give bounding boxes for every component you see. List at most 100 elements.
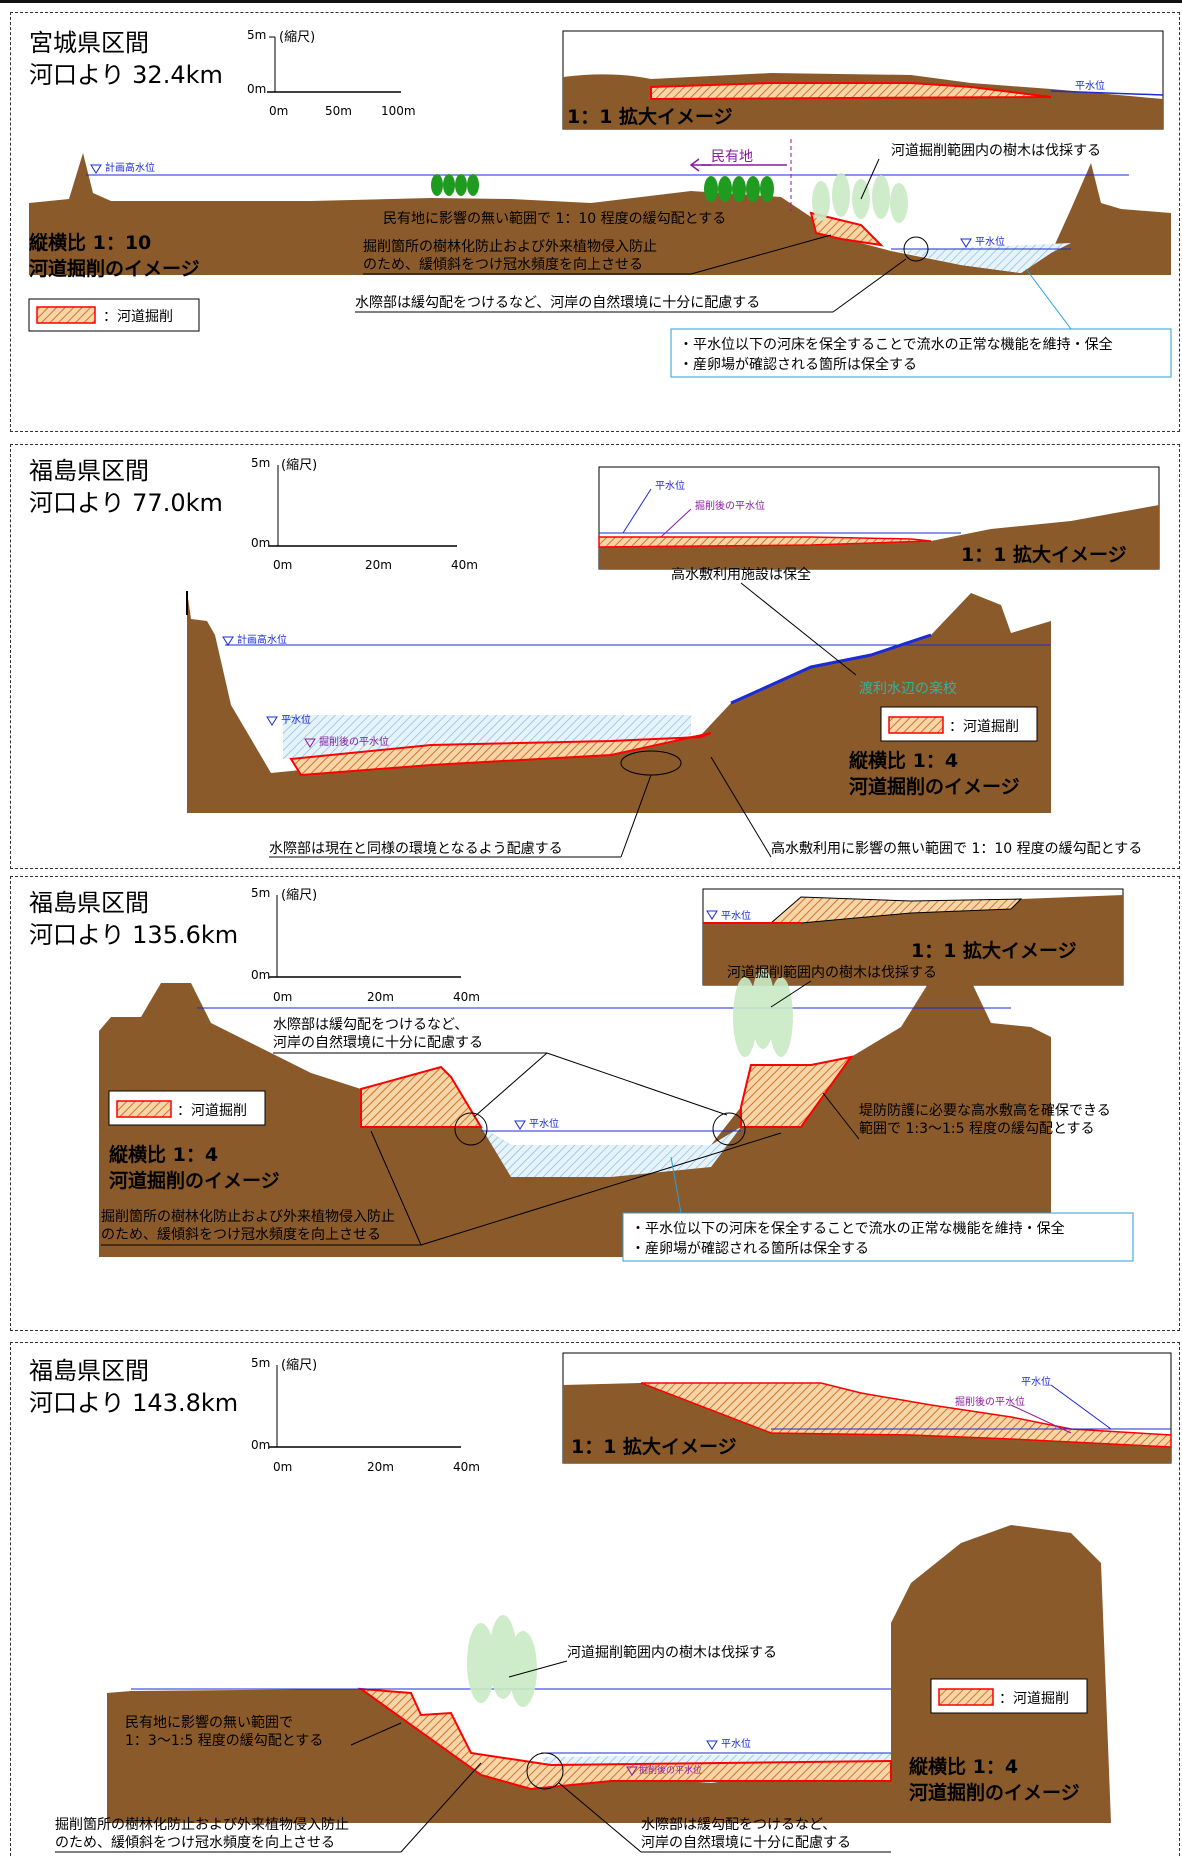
svg-text:40m: 40m: [453, 990, 480, 1004]
note-gentle: 高水敷利用に影響の無い範囲で 1：10 程度の緩勾配とする: [771, 840, 1142, 857]
svg-text:5m: 5m: [251, 886, 270, 900]
svg-text:5m: 5m: [251, 456, 270, 470]
private-land-label: 民有地: [711, 149, 753, 165]
note-trees: 河道掘削範囲内の樹木は伐採する: [727, 964, 937, 981]
svg-text:掘削後の平水位: 掘削後の平水位: [319, 735, 389, 748]
svg-text:20m: 20m: [365, 558, 392, 572]
zoom-label: 1：1 拡大イメージ: [571, 1435, 737, 1458]
svg-text:平水位: 平水位: [281, 713, 311, 726]
zoom-label: 1：1 拡大イメージ: [961, 543, 1127, 566]
legend: ：河道掘削: [880, 706, 1038, 742]
region-title: 宮城県区間: [29, 29, 149, 57]
zoom-inset: 平水位 掘削後の平水位 1：1 拡大イメージ: [598, 466, 1160, 570]
svg-text:0m: 0m: [251, 1438, 270, 1452]
svg-text:(縮尺): (縮尺): [281, 457, 317, 473]
svg-text:：河道掘削: ：河道掘削: [103, 309, 173, 325]
distance-title: 河口より 135.6km: [29, 921, 238, 949]
svg-text:50m: 50m: [325, 104, 352, 118]
river-cross-section: 平水位: [99, 969, 1051, 1257]
svg-text:0m: 0m: [251, 968, 270, 982]
note-trees: 河道掘削範囲内の樹木は伐採する: [891, 142, 1101, 159]
svg-text:20m: 20m: [367, 1460, 394, 1474]
note-facility: 高水敷利用施設は保全: [671, 566, 811, 583]
svg-text:計画高水位: 計画高水位: [105, 161, 155, 174]
note-bed-1: ・平水位以下の河床を保全することで流水の正常な機能を維持・保全: [679, 336, 1113, 353]
scale-bar: 5m (縮尺) 0m 0m 20m 40m: [251, 886, 480, 1004]
svg-text:0m: 0m: [247, 82, 266, 96]
panel-fukushima-77km: 福島県区間 河口より 77.0km 5m (縮尺) 0m 0m 20m 40m …: [10, 444, 1180, 869]
svg-text:平水位: 平水位: [1021, 1375, 1051, 1388]
svg-text:掘削後の平水位: 掘削後の平水位: [955, 1395, 1025, 1408]
svg-text:平水位: 平水位: [529, 1117, 559, 1130]
note-private-2: 1：3～1:5 程度の緩勾配とする: [125, 1733, 323, 1749]
note-waterside-2: 河岸の自然環境に十分に配慮する: [641, 1834, 851, 1851]
region-title: 福島県区間: [29, 457, 149, 485]
svg-text:平水位: 平水位: [655, 479, 685, 492]
svg-text:5m: 5m: [251, 1356, 270, 1370]
scale-bar: 5m (縮尺) 0m 0m 50m 100m: [247, 28, 416, 118]
region-title: 福島県区間: [29, 889, 149, 917]
svg-text:0m: 0m: [273, 558, 292, 572]
zoom-inset: 平水位 1：1 拡大イメージ: [562, 30, 1164, 130]
svg-text:：河道掘削: ：河道掘削: [177, 1103, 247, 1119]
svg-text:平水位: 平水位: [1075, 79, 1105, 92]
zoom-inset: 平水位 1：1 拡大イメージ: [702, 888, 1124, 986]
cross-section-figure-3: 福島県区間 河口より 135.6km 5m (縮尺) 0m 0m 20m 40m…: [29, 886, 1134, 1262]
note-forest-1: 掘削箇所の樹林化防止および外来植物侵入防止: [55, 1816, 349, 1833]
distance-title: 河口より 77.0km: [29, 489, 223, 517]
note-forest-1: 掘削箇所の樹林化防止および外来植物侵入防止: [101, 1208, 395, 1225]
note-gentle-slope: 民有地に影響の無い範囲で 1：10 程度の緩勾配とする: [383, 210, 726, 227]
image-title: 河道掘削のイメージ: [29, 257, 200, 280]
cross-section-figure-1: 宮城県区間 河口より 32.4km 5m (縮尺) 0m 0m 50m 100m…: [28, 28, 1172, 378]
distance-title: 河口より 143.8km: [29, 1389, 238, 1417]
svg-text:：河道掘削: ：河道掘削: [949, 719, 1019, 735]
top-rule: [0, 0, 1182, 3]
note-forest-2: のため、緩傾斜をつけ冠水頻度を向上させる: [363, 257, 643, 273]
ratio-label: 縦横比 1：4: [909, 1755, 1018, 1778]
note-waterside: 水際部は緩勾配をつけるなど、河岸の自然環境に十分に配慮する: [355, 294, 760, 311]
legend: ：河道掘削: [28, 298, 200, 332]
svg-text:平水位: 平水位: [721, 909, 751, 922]
scale-bar: 5m (縮尺) 0m 0m 20m 40m: [251, 1356, 480, 1474]
note-bed-2: ・産卵場が確認される箇所は保全する: [631, 1240, 869, 1257]
legend: ：河道掘削: [930, 1678, 1088, 1714]
image-title: 河道掘削のイメージ: [109, 1169, 280, 1192]
svg-text:100m: 100m: [381, 104, 416, 118]
svg-text:40m: 40m: [453, 1460, 480, 1474]
note-forest-2: のため、緩傾斜をつけ冠水頻度を向上させる: [101, 1227, 381, 1243]
callout-box: [622, 1212, 1134, 1262]
svg-text:5m: 5m: [247, 28, 266, 42]
region-title: 福島県区間: [29, 1357, 149, 1385]
svg-text:：河道掘削: ：河道掘削: [999, 1691, 1069, 1707]
image-title: 河道掘削のイメージ: [849, 775, 1020, 798]
pale-tree-icon: [467, 1615, 537, 1707]
note-levee-1: 堤防防護に必要な高水敷高を確保できる: [859, 1102, 1111, 1119]
svg-text:(縮尺): (縮尺): [281, 1357, 317, 1373]
svg-text:0m: 0m: [273, 1460, 292, 1474]
svg-text:平水位: 平水位: [975, 235, 1005, 248]
tree-cluster-icon: [431, 174, 774, 202]
note-waterside: 水際部は現在と同様の環境となるよう配慮する: [269, 841, 563, 857]
zoom-label: 1：1 拡大イメージ: [911, 939, 1077, 962]
svg-text:0m: 0m: [251, 536, 270, 550]
zoom-label: 1：1 拡大イメージ: [567, 105, 733, 128]
cross-section-figure-4: 福島県区間 河口より 143.8km 5m (縮尺) 0m 0m 20m 40m…: [29, 1352, 1172, 1853]
svg-text:0m: 0m: [273, 990, 292, 1004]
note-levee-2: 範囲で 1:3～1:5 程度の緩勾配とする: [859, 1120, 1095, 1137]
distance-title: 河口より 32.4km: [29, 61, 223, 89]
svg-text:掘削後の平水位: 掘削後の平水位: [695, 499, 765, 512]
river-cross-section: 平水位 掘削後の平水位: [107, 1525, 1111, 1823]
panel-miyagi-32km: 宮城県区間 河口より 32.4km 5m (縮尺) 0m 0m 50m 100m…: [10, 12, 1180, 432]
note-waterside-1: 水際部は緩勾配をつけるなど、: [641, 1817, 836, 1833]
callout-box: [670, 328, 1172, 378]
ratio-label: 縦横比 1：4: [849, 749, 958, 772]
river-cross-section: 計画高水位 平水位 掘削後の平水位 渡利水辺の楽校: [186, 591, 1051, 813]
svg-text:0m: 0m: [269, 104, 288, 118]
zoom-inset: 平水位 掘削後の平水位 1：1 拡大イメージ: [562, 1352, 1172, 1464]
ratio-label: 縦横比 1：10: [29, 231, 151, 254]
pale-tree-icon: [733, 969, 793, 1057]
panel-fukushima-143km: 福島県区間 河口より 143.8km 5m (縮尺) 0m 0m 20m 40m…: [10, 1342, 1180, 1856]
ratio-label: 縦横比 1：4: [109, 1143, 218, 1166]
svg-text:計画高水位: 計画高水位: [237, 633, 287, 646]
panel-fukushima-135km: 福島県区間 河口より 135.6km 5m (縮尺) 0m 0m 20m 40m…: [10, 876, 1180, 1331]
